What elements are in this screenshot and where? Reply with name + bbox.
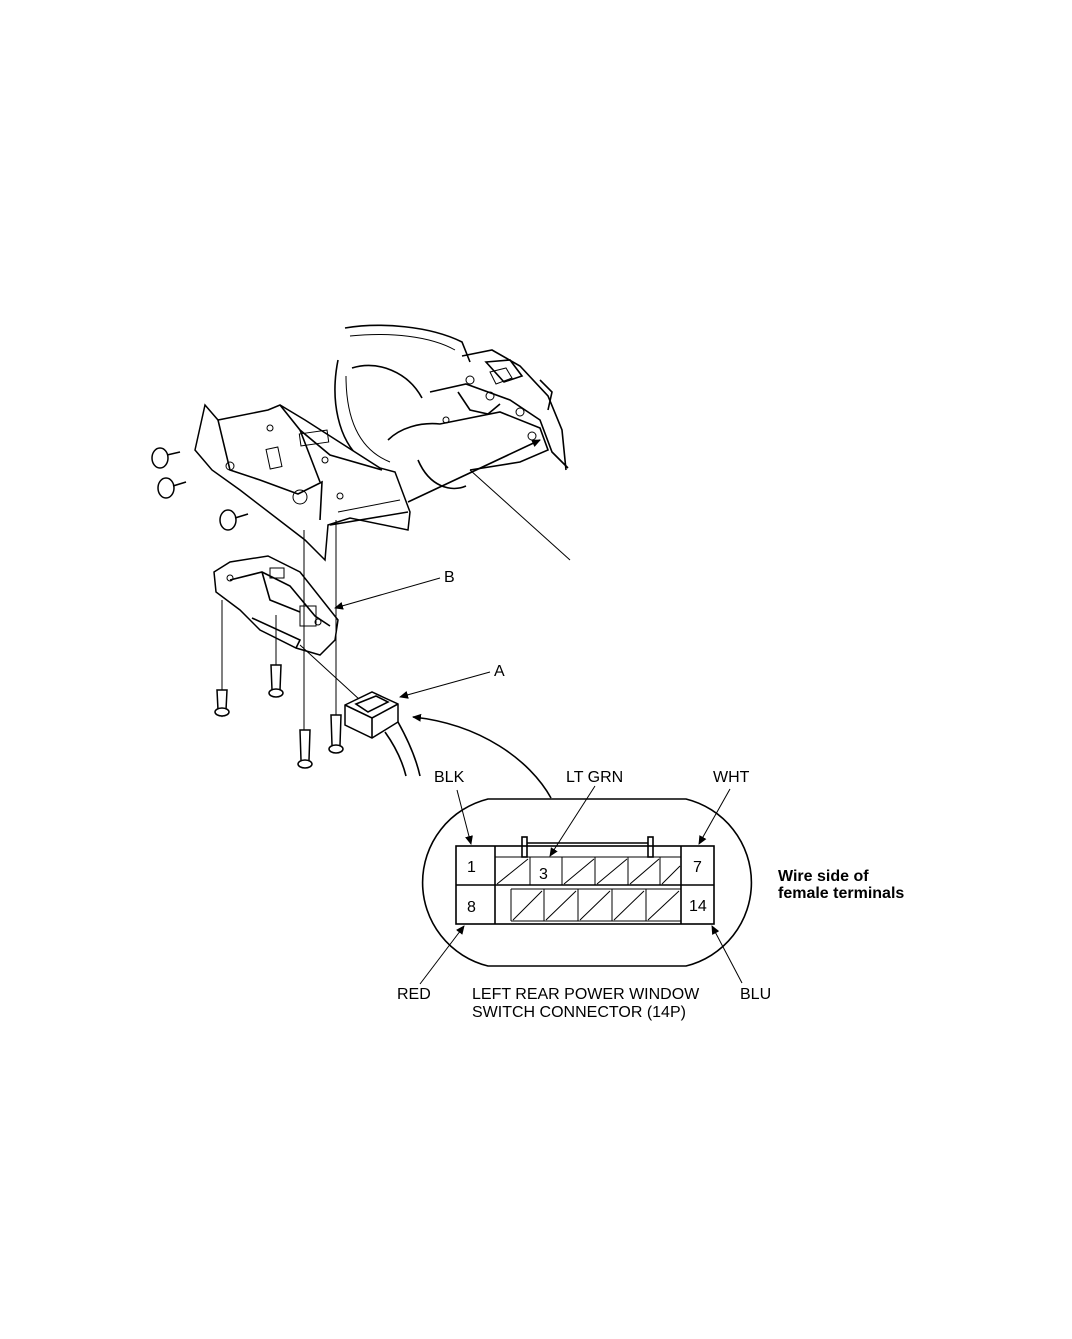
pin-8-label: 8 <box>467 899 476 916</box>
pin-3-label: 3 <box>539 866 548 883</box>
pin-1-label: 1 <box>467 859 476 876</box>
connector-face-view: 1 3 7 8 14 <box>421 798 753 967</box>
callout-b-leader <box>334 577 441 610</box>
wire-color-lt-grn: LT GRN <box>566 769 623 786</box>
wire-color-blu: BLU <box>740 986 771 1003</box>
connector-name-line-2: SWITCH CONNECTOR (14P) <box>472 1004 686 1021</box>
callout-b-label: B <box>444 569 455 586</box>
screw-alignment-lines <box>221 520 361 730</box>
pin-14-label: 14 <box>689 898 707 915</box>
screws <box>214 664 344 769</box>
connector-name-line-1: LEFT REAR POWER WINDOW <box>472 986 700 1003</box>
install-direction-arrow <box>407 439 541 503</box>
vehicle-body-illustration <box>334 324 571 561</box>
wire-color-wht: WHT <box>713 769 750 786</box>
callout-a-label: A <box>494 663 505 680</box>
pin-7-label: 7 <box>693 859 702 876</box>
switch-housing-b <box>213 555 339 656</box>
wire-color-red: RED <box>397 986 431 1003</box>
view-note-line-1: Wire side of <box>778 868 869 885</box>
view-note-line-2: female terminals <box>778 885 904 902</box>
trim-clips <box>151 447 249 531</box>
connector-outline <box>421 798 753 967</box>
wire-color-blk: BLK <box>434 769 465 786</box>
mounting-bracket <box>194 403 411 562</box>
callout-a-leader <box>399 671 491 699</box>
view-reference-arrow <box>412 713 552 799</box>
wire-color-leaders <box>419 785 743 985</box>
connector-a <box>344 691 421 777</box>
